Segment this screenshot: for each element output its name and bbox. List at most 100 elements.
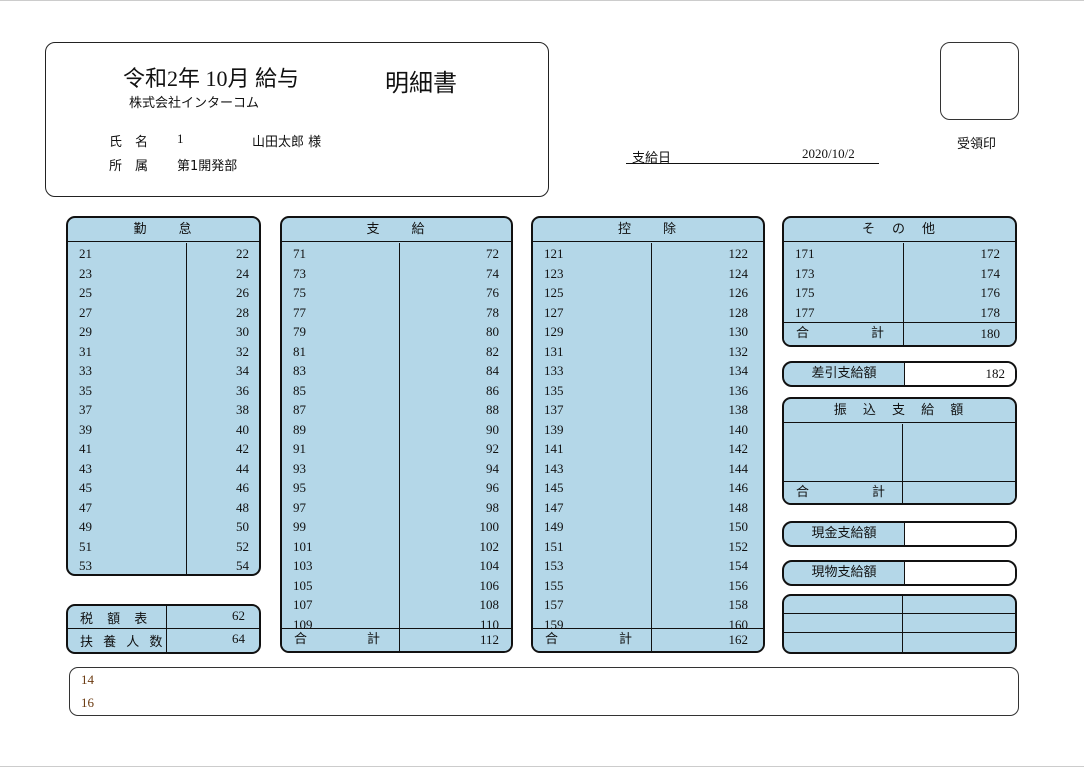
item-value: 140 (728, 421, 749, 437)
cash-pay-field: 現金支給額 (782, 521, 1017, 547)
item-label: 49 (79, 519, 92, 534)
item-value: 108 (479, 597, 500, 612)
item-value: 84 (486, 363, 499, 378)
item-value: 26 (236, 285, 249, 300)
item-value: 76 (486, 285, 499, 300)
item-value: 42 (236, 441, 249, 456)
item-label: 89 (293, 421, 306, 437)
payments-title: 支 給 (282, 218, 511, 242)
item-label: 25 (79, 285, 92, 300)
item-label: 133 (544, 363, 564, 378)
item-label: 85 (293, 382, 306, 398)
item-label: 157 (544, 597, 564, 612)
item-label: 43 (79, 460, 92, 476)
item-value: 72 (486, 246, 499, 261)
blank-table (782, 594, 1017, 654)
item-label: 177 (795, 304, 815, 320)
item-label: 33 (79, 363, 92, 378)
item-label: 141 (544, 441, 564, 456)
item-value: 80 (486, 324, 499, 339)
name-label: 氏 名 (109, 135, 149, 150)
table-row: 151 152 (533, 537, 763, 557)
item-value: 174 (980, 265, 1001, 281)
item-label: 109 (293, 616, 313, 632)
item-label: 27 (79, 304, 92, 320)
item-label: 123 (544, 265, 564, 281)
item-value: 138 (728, 402, 749, 417)
payslip-title-suffix: 明細書 (385, 71, 457, 97)
item-label: 153 (544, 558, 564, 573)
item-value: 94 (486, 460, 499, 476)
item-value: 142 (728, 441, 749, 456)
item-label: 143 (544, 460, 564, 476)
item-label: 101 (293, 538, 313, 554)
item-value: 148 (728, 499, 749, 515)
item-label: 41 (79, 441, 92, 456)
attendance-title: 勤 怠 (68, 218, 259, 242)
cash-pay-value (904, 523, 1015, 545)
item-value: 104 (479, 558, 500, 573)
item-label: 129 (544, 324, 564, 339)
table-row: 141 142 (533, 439, 763, 459)
item-value: 152 (728, 538, 749, 554)
tax-table-label: 税 額 表 (80, 612, 153, 627)
note-line: 16 (81, 695, 94, 710)
total-label-b: 計 (619, 632, 633, 647)
item-value: 160 (728, 616, 749, 632)
goods-pay-label: 現物支給額 (811, 565, 877, 580)
item-value: 82 (486, 343, 499, 359)
deductions-total-value: 162 (728, 632, 749, 647)
bottom-border (0, 766, 1084, 767)
company-name: 株式会社インターコム (129, 96, 260, 111)
item-label: 35 (79, 382, 92, 398)
item-label: 73 (293, 265, 306, 281)
tax-values (166, 606, 167, 652)
item-label: 151 (544, 538, 564, 554)
item-label: 155 (544, 577, 564, 593)
item-value: 32 (236, 343, 249, 359)
item-label: 51 (79, 538, 92, 554)
item-value: 150 (728, 519, 749, 534)
net-pay-field: 差引支給額 182 (782, 361, 1017, 387)
divider (68, 628, 259, 629)
receipt-stamp-label: 受領印 (957, 137, 997, 152)
top-border (0, 0, 1084, 1)
divider (903, 323, 904, 345)
item-value: 146 (728, 480, 749, 495)
total-label-a: 合 (294, 632, 308, 647)
divider (902, 482, 903, 503)
net-pay-label: 差引支給額 (811, 366, 877, 381)
payments-value-column (399, 243, 400, 628)
item-label: 75 (293, 285, 306, 300)
